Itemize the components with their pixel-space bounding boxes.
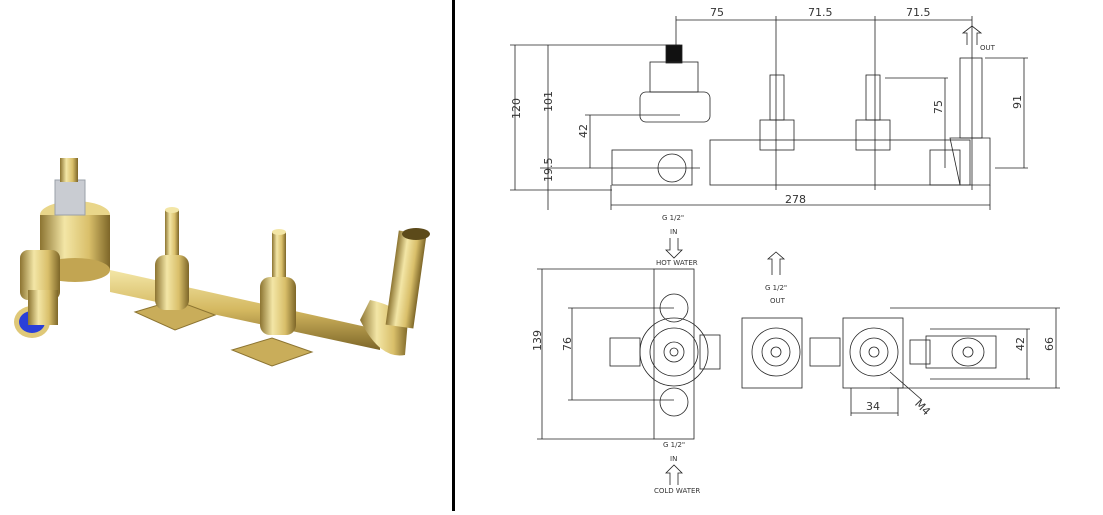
dim-stop-valve: 75 [932, 100, 945, 114]
dim-base: 19.5 [542, 158, 555, 183]
outlet-dir: OUT [770, 297, 786, 305]
screw-label: M4 [912, 397, 933, 418]
dim-outlet-width: 42 [1014, 337, 1027, 351]
valve-render-image [14, 158, 430, 367]
dim-bracket-width: 34 [866, 400, 880, 413]
hot-water-label: HOT WATER [656, 259, 698, 267]
outlet-label: OUT [980, 44, 996, 52]
dim-inlet-spacing: 76 [561, 337, 574, 351]
outlet-thread: G 1/2" [765, 284, 787, 292]
dim-total-height: 139 [531, 330, 544, 351]
hot-dir: IN [670, 228, 677, 236]
panel-divider [452, 0, 455, 511]
dim-top-2: 71.5 [808, 6, 833, 19]
dim-overall-height: 120 [510, 98, 523, 119]
hot-thread: G 1/2" [662, 214, 684, 222]
cold-thread: G 1/2" [663, 441, 685, 449]
dim-top-3: 71.5 [906, 6, 931, 19]
top-view: G 1/2" IN HOT WATER G 1/2" OUT G 1/2" IN… [531, 214, 1060, 495]
cold-water-label: COLD WATER [654, 487, 700, 495]
product-render [0, 0, 453, 511]
dim-outlet-height: 91 [1011, 95, 1024, 109]
cold-dir: IN [670, 455, 677, 463]
front-view: 75 71.5 71.5 OUT 120 101 42 [510, 6, 1028, 210]
dim-top-1: 75 [710, 6, 724, 19]
dim-cartridge-height: 101 [542, 91, 555, 112]
technical-drawing: 75 71.5 71.5 OUT 120 101 42 [456, 0, 1103, 511]
dim-length: 278 [785, 193, 806, 206]
dim-body-width: 66 [1043, 337, 1056, 351]
dim-center-offset: 42 [577, 124, 590, 138]
